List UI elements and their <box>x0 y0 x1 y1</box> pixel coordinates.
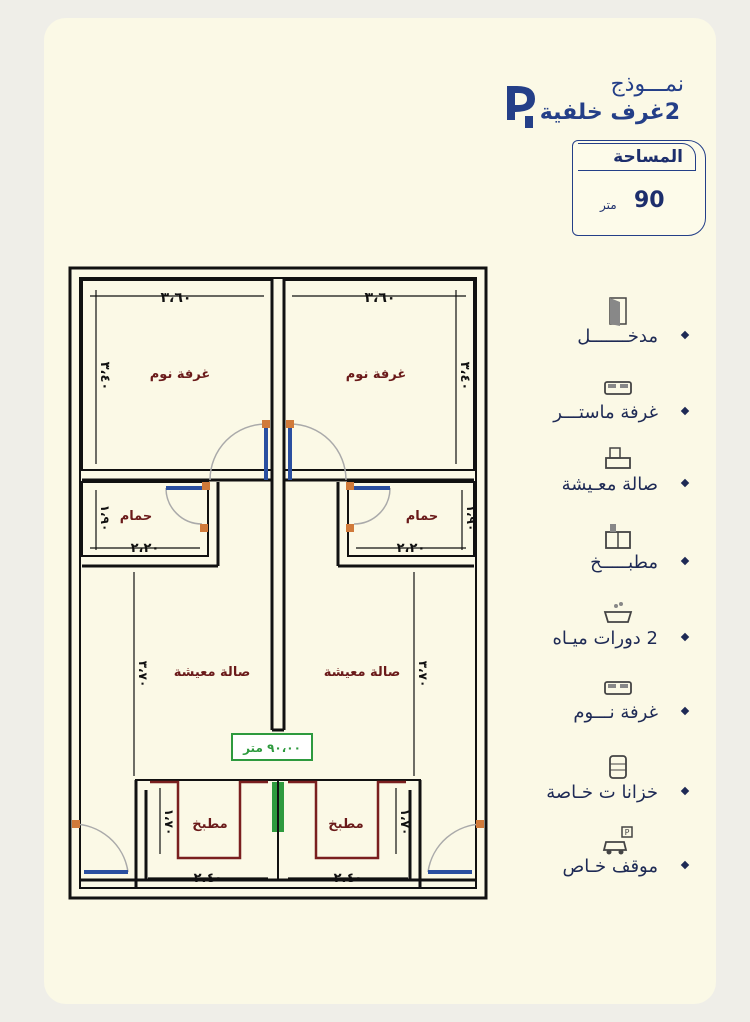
svg-text:P: P <box>625 828 630 837</box>
bed-icon <box>604 381 632 395</box>
dim-bath-width-left: ٢،٢٠ <box>131 541 160 556</box>
dim-living-depth-left: ٣،٧٠ <box>136 661 150 688</box>
dim-kitchen-width-left: ٢،٤٠ <box>194 871 223 886</box>
room-kitchen-right: مطبخ <box>328 817 363 832</box>
bullet <box>680 478 690 488</box>
room-bedroom-left: غرفة نوم <box>150 367 210 382</box>
bathtub-icon <box>603 602 633 623</box>
feature-bathrooms: 2 دورات ميـاه <box>488 602 690 664</box>
feature-master-room: غرفة ماستـــر <box>488 381 690 438</box>
water-tank-icon <box>609 755 627 779</box>
feature-bedroom: غرفة نـــوم <box>488 681 690 738</box>
bullet <box>680 632 690 642</box>
room-kitchen-left: مطبخ <box>192 817 227 832</box>
dim-bed-width-left: ٣،٦٠ <box>161 290 192 306</box>
room-bath-right: حمام <box>406 509 439 524</box>
feature-label: خزانا ت خـاصة <box>546 782 658 803</box>
area-value: 90 <box>634 188 665 213</box>
brand-logo <box>507 86 535 128</box>
room-bath-left: حمام <box>120 509 153 524</box>
dim-bed-depth-right: ٣،٤٠ <box>457 362 472 391</box>
dim-kitchen-depth-right: ١،٧٠ <box>398 809 412 836</box>
feature-label: مدخـــــــل <box>577 326 658 347</box>
bed-icon <box>604 681 632 695</box>
model-label: نمـــوذج <box>610 72 684 97</box>
feature-label: صالة معـيشة <box>561 474 658 495</box>
model-name: 2غرف خلفية <box>539 100 680 125</box>
bullet <box>680 786 690 796</box>
parking-icon: P <box>602 826 633 855</box>
area-unit: متر <box>600 198 617 212</box>
feature-label: 2 دورات ميـاه <box>552 628 658 649</box>
feature-entrance: مدخـــــــل <box>488 297 690 362</box>
feature-label: غرفة نـــوم <box>573 702 658 723</box>
sofa-icon <box>605 447 631 469</box>
feature-water-tanks: خزانا ت خـاصة <box>488 755 690 818</box>
feature-living-room: صالة معـيشة <box>488 447 690 510</box>
dim-bath-width-right: ٢،٢٠ <box>397 541 426 556</box>
area-label: المساحة <box>578 143 696 171</box>
feature-label: غرفة ماستـــر <box>553 402 658 423</box>
bullet <box>680 706 690 716</box>
feature-kitchen: مطبـــــخ <box>488 524 690 588</box>
feature-label: موقف خـاص <box>562 856 658 877</box>
dim-bath-depth-left: ١،٩٠ <box>98 505 112 532</box>
bullet <box>680 556 690 566</box>
dim-bed-width-right: ٣،٦٠ <box>365 290 396 306</box>
door-icon <box>609 297 627 326</box>
feature-parking: P موقف خـاص <box>488 826 690 892</box>
dim-bath-depth-right: ١،٩٠ <box>464 505 478 532</box>
room-living-left: صالة معيشة <box>174 665 251 680</box>
room-living-right: صالة معيشة <box>324 665 401 680</box>
room-bedroom-right: غرفة نوم <box>346 367 406 382</box>
feature-label: مطبـــــخ <box>590 552 658 573</box>
dim-kitchen-width-right: ٢،٤٠ <box>334 871 363 886</box>
area-tag: ٩٠،٠٠ متر <box>242 741 301 755</box>
bullet <box>680 330 690 340</box>
dim-kitchen-depth-left: ١،٧٠ <box>162 809 176 836</box>
bullet <box>680 406 690 416</box>
bullet <box>680 860 690 870</box>
dim-bed-depth-left: ٣،٤٠ <box>97 362 112 391</box>
dim-living-depth-right: ٣،٧٠ <box>416 661 430 688</box>
kitchen-icon <box>605 524 631 549</box>
